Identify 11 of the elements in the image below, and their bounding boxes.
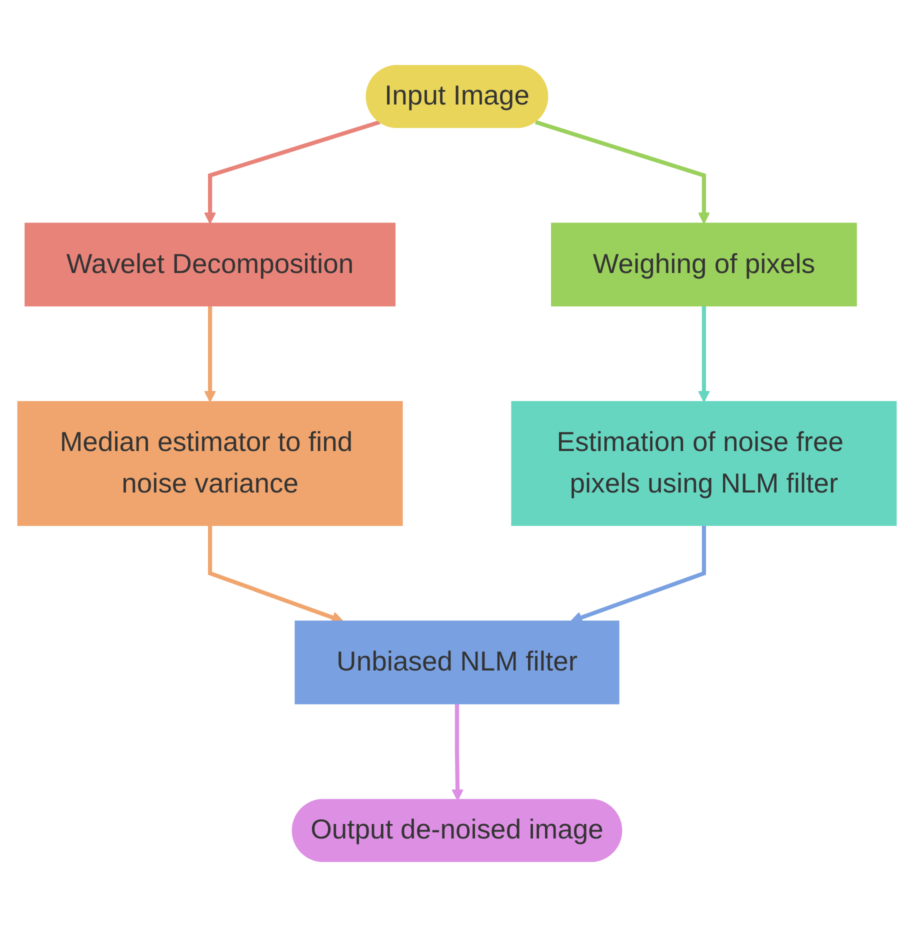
- node-box: [551, 222, 857, 306]
- node-box: [294, 620, 620, 704]
- arrow: [204, 306, 216, 402]
- node-box: [24, 222, 396, 306]
- arrow: [698, 306, 710, 402]
- arrow: [452, 704, 464, 801]
- arrow: [204, 120, 380, 224]
- flowchart: Input Image Wavelet Decomposition Weighing of pixels Estimation of noise free pixels using NLM filter Median estimator to find noise variance Unbiased NLM filter Output de-noised image: [7, 6, 907, 921]
- node-box: [511, 401, 897, 526]
- arrow: [534, 120, 710, 224]
- node-box: [17, 401, 403, 526]
